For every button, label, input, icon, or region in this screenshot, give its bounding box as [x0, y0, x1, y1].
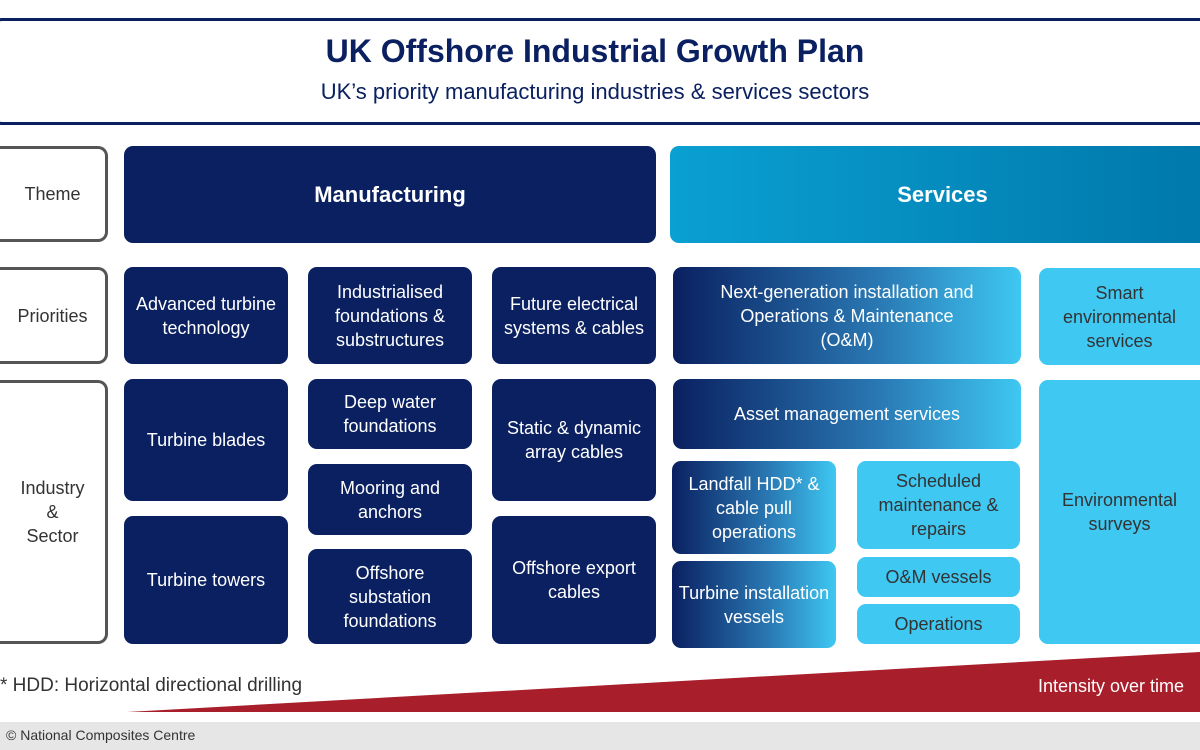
industry-landfall-hdd: Landfall HDD* & cable pull operations — [672, 461, 836, 554]
page-subtitle: UK’s priority manufacturing industries &… — [320, 79, 870, 104]
industry-turbine-towers: Turbine towers — [124, 516, 288, 644]
row-label-theme: Theme — [0, 146, 108, 242]
theme-services: Services — [670, 146, 1200, 243]
industry-turbine-installation: Turbine installation vessels — [672, 561, 836, 648]
industry-deep-water: Deep water foundations — [308, 379, 472, 449]
priority-foundations: Industrialised foundations & substructur… — [308, 267, 472, 364]
industry-om-vessels: O&M vessels — [857, 557, 1020, 597]
industry-export-cables: Offshore export cables — [492, 516, 656, 644]
theme-manufacturing: Manufacturing — [124, 146, 656, 243]
industry-scheduled-maintenance: Scheduled maintenance & repairs — [857, 461, 1020, 549]
industry-mooring: Mooring and anchors — [308, 464, 472, 535]
row-label-industry-sector: Industry & Sector — [0, 380, 108, 644]
industry-array-cables: Static & dynamic array cables — [492, 379, 656, 501]
row-label-priorities: Priorities — [0, 267, 108, 364]
copyright: © National Composites Centre — [6, 727, 196, 743]
header-box — [0, 18, 1200, 125]
industry-asset-management: Asset management services — [673, 379, 1021, 449]
priority-advanced-turbine: Advanced turbine technology — [124, 267, 288, 364]
industry-substation: Offshore substation foundations — [308, 549, 472, 644]
priority-installation-om: Next-generation installation and Operati… — [673, 267, 1021, 364]
priority-environmental: Smart environmental services — [1039, 268, 1200, 365]
intensity-wedge — [127, 652, 1200, 712]
industry-environmental-surveys: Environmental surveys — [1039, 380, 1200, 644]
industry-turbine-blades: Turbine blades — [124, 379, 288, 501]
page-title: UK Offshore Industrial Growth Plan — [325, 33, 865, 69]
industry-operations: Operations — [857, 604, 1020, 644]
footer-bar — [0, 722, 1200, 750]
priority-electrical: Future electrical systems & cables — [492, 267, 656, 364]
intensity-label: Intensity over time — [1037, 676, 1184, 696]
footnote: * HDD: Horizontal directional drilling — [0, 675, 303, 696]
